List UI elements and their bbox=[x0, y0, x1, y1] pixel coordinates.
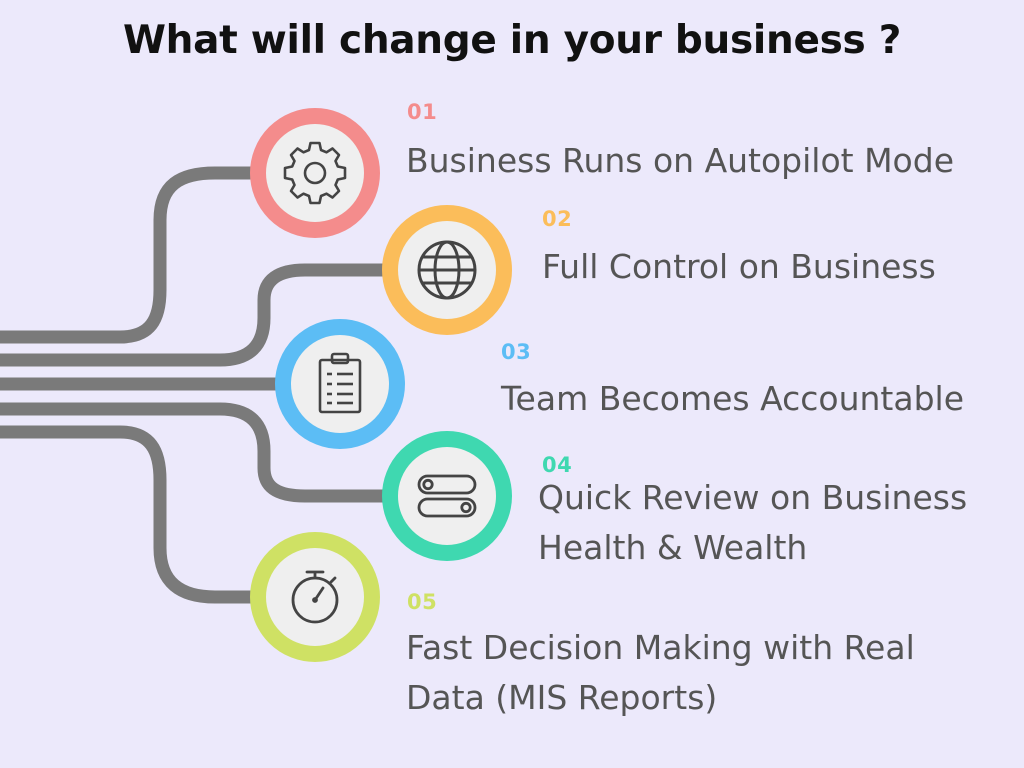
item-number-01: 01 bbox=[407, 100, 438, 124]
item-label-02: Full Control on Business bbox=[542, 242, 936, 292]
clipboard-icon bbox=[318, 352, 362, 414]
item-label-05: Fast Decision Making with Real Data (MIS… bbox=[406, 623, 915, 723]
item-label-01-line-1: Business Runs on Autopilot Mode bbox=[406, 141, 954, 180]
item-label-01: Business Runs on Autopilot Mode bbox=[406, 136, 954, 186]
item-number-05: 05 bbox=[407, 590, 438, 614]
icon-circle-1 bbox=[250, 108, 380, 238]
item-number-02: 02 bbox=[542, 207, 573, 231]
item-label-05-line-1: Fast Decision Making with Real bbox=[406, 628, 915, 667]
globe-icon bbox=[417, 240, 477, 300]
toggle-icon bbox=[417, 474, 477, 518]
connectors bbox=[0, 166, 390, 604]
connector-2 bbox=[0, 263, 390, 367]
icon-circle-5 bbox=[250, 532, 380, 662]
item-label-04-line-1: Quick Review on Business bbox=[538, 478, 968, 517]
connector-5 bbox=[0, 425, 260, 604]
connector-1 bbox=[0, 166, 260, 344]
gear-icon bbox=[283, 141, 347, 205]
item-label-04: Quick Review on Business Health & Wealth bbox=[538, 473, 967, 573]
item-number-04: 04 bbox=[542, 453, 573, 477]
stopwatch-icon bbox=[291, 570, 339, 624]
icon-circle-3 bbox=[275, 319, 405, 449]
item-label-03-line-1: Team Becomes Accountable bbox=[501, 379, 964, 418]
connector-4 bbox=[0, 402, 390, 503]
item-label-04-line-2: Health & Wealth bbox=[538, 528, 808, 567]
page-title: What will change in your business ? bbox=[122, 18, 902, 63]
item-label-02-line-1: Full Control on Business bbox=[542, 247, 936, 286]
icon-circle-4 bbox=[382, 431, 512, 561]
item-label-05-line-2: Data (MIS Reports) bbox=[406, 678, 718, 717]
icon-circle-2 bbox=[382, 205, 512, 335]
item-label-03: Team Becomes Accountable bbox=[501, 374, 964, 424]
item-number-03: 03 bbox=[501, 340, 532, 364]
